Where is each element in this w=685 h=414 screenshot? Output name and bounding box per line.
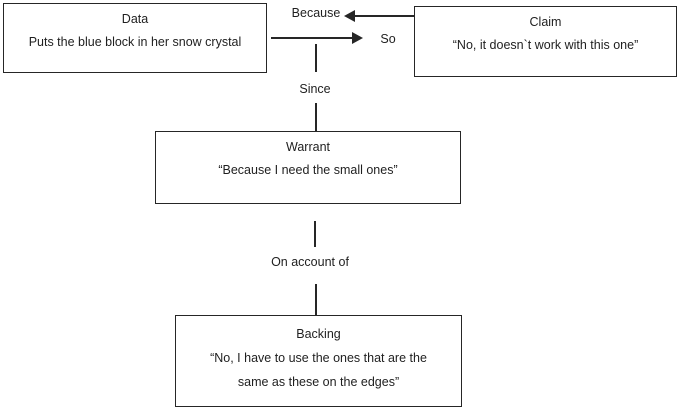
warrant-box-text: “Because I need the small ones” (218, 163, 398, 177)
claim-to-because-arrow-line (354, 15, 414, 17)
on-account-of-connector-lower (315, 284, 317, 315)
claim-box: Claim “No, it doesn`t work with this one… (414, 6, 677, 77)
backing-box: Backing “No, I have to use the ones that… (175, 315, 462, 407)
data-box-text: Puts the blue block in her snow crystal (28, 35, 242, 49)
because-label: Because (291, 6, 341, 20)
left-arrowhead-icon (344, 10, 355, 22)
since-connector-upper (315, 44, 317, 72)
since-connector-lower (315, 103, 317, 131)
backing-box-title: Backing (296, 327, 341, 341)
data-to-so-arrow-line (271, 37, 354, 39)
on-account-of-label: On account of (271, 255, 349, 269)
on-account-of-connector-upper (314, 221, 316, 247)
backing-box-text-line1: “No, I have to use the ones that are the (210, 351, 427, 365)
data-box: Data Puts the blue block in her snow cry… (3, 3, 267, 73)
backing-box-text-line2: same as these on the edges” (237, 375, 400, 389)
warrant-box: Warrant “Because I need the small ones” (155, 131, 461, 204)
since-label: Since (299, 82, 331, 96)
right-arrowhead-icon (352, 32, 363, 44)
data-box-title: Data (121, 12, 149, 26)
claim-box-text: “No, it doesn`t work with this one” (452, 38, 639, 52)
so-label: So (380, 32, 396, 46)
warrant-box-title: Warrant (286, 140, 330, 154)
claim-box-title: Claim (529, 15, 562, 29)
